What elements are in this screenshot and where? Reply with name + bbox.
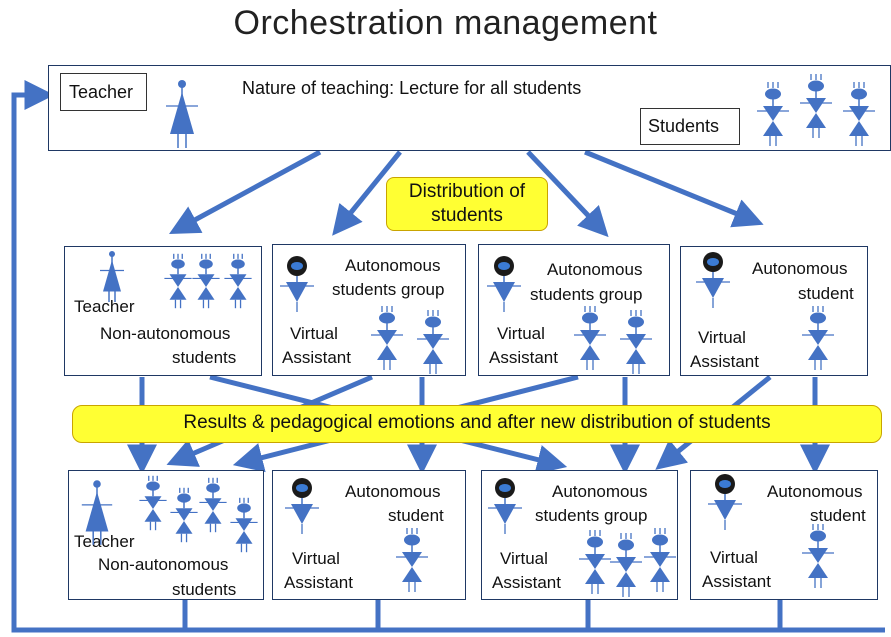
row1-b4-line1: Autonomous (752, 259, 848, 278)
row2-b3-va1: Virtual (500, 549, 548, 568)
row1-b2-line1: Autonomous (345, 256, 441, 275)
lecture-box (48, 65, 891, 151)
results-banner: Results & pedagogical emotions and after… (72, 405, 882, 443)
row2-b3-line2: students group (535, 506, 648, 525)
student-figure-icon (170, 487, 198, 543)
diagram-title: Orchestration management (233, 4, 658, 42)
row1-non-autonomous-line1: Non-autonomous (100, 324, 231, 343)
row2-b4-va2: Assistant (702, 572, 771, 591)
student-figure-icon (371, 306, 403, 370)
distribution-label: Distribution of students (386, 177, 548, 231)
student-figure-icon (230, 497, 258, 553)
student-figure-icon (164, 253, 192, 309)
row1-b3-line2: students group (530, 285, 643, 304)
student-figure-icon (224, 253, 252, 309)
row2-b4-va1: Virtual (710, 548, 758, 567)
row2-non-autonomous-line1: Non-autonomous (98, 555, 229, 574)
feedback-loop-arrow (11, 80, 188, 633)
student-figure-icon (802, 524, 834, 588)
row2-b2-va2: Assistant (284, 573, 353, 592)
row1-b2-va2: Assistant (282, 348, 351, 367)
student-figure-icon (610, 533, 642, 597)
students-label-box (640, 108, 740, 145)
row2-b3-line1: Autonomous (552, 482, 648, 501)
row1-b3-va2: Assistant (489, 348, 558, 367)
row1-non-autonomous-line2: students (172, 348, 237, 367)
virtual-assistant-icon (696, 252, 730, 308)
teacher-figure-icon (166, 80, 198, 148)
row1-b2-va1: Virtual (290, 324, 338, 343)
row1-non-autonomous-box (64, 246, 262, 376)
student-figure-icon (800, 74, 832, 138)
virtual-assistant-icon (488, 478, 522, 534)
student-figure-icon (417, 310, 449, 374)
row2-b3-va2: Assistant (492, 573, 561, 592)
student-figure-icon (574, 306, 606, 370)
row1-b4-va1: Virtual (698, 328, 746, 347)
distribution-line-2: students (431, 205, 503, 226)
row1-b3-line1: Autonomous (547, 260, 643, 279)
row2-b4-line2: student (810, 506, 866, 525)
virtual-assistant-icon (285, 478, 319, 534)
students-label: Students (648, 116, 720, 136)
virtual-assistant-icon (280, 256, 314, 312)
teacher-figure-icon (81, 480, 113, 545)
distribution-arrow (526, 150, 609, 238)
student-figure-icon (644, 528, 676, 592)
row2-b2-line2: student (388, 506, 444, 525)
row2-b4-line1: Autonomous (767, 482, 863, 501)
row1-b2-line2: students group (332, 280, 445, 299)
virtual-assistant-icon (708, 474, 742, 530)
student-figure-icon (199, 477, 227, 533)
student-figure-icon (843, 82, 875, 146)
distribution-arrow (169, 149, 322, 234)
student-figure-icon (757, 82, 789, 146)
teaching-nature: Nature of teaching: Lecture for all stud… (242, 78, 582, 98)
row1-b4-line2: student (798, 284, 854, 303)
row2-b2-line1: Autonomous (345, 482, 441, 501)
student-figure-icon (396, 528, 428, 592)
row2-non-autonomous-line2: students (172, 580, 237, 599)
row2-teacher-label: Teacher (74, 532, 135, 551)
distribution-arrow (332, 150, 402, 236)
teacher-label: Teacher (69, 82, 134, 102)
teacher-label-box (60, 73, 147, 111)
distribution-line-1: Distribution of (408, 181, 526, 202)
student-figure-icon (139, 475, 167, 531)
teacher-figure-icon (100, 251, 124, 302)
row1-b4-va2: Assistant (690, 352, 759, 371)
row2-b2-va1: Virtual (292, 549, 340, 568)
distribution-arrow (584, 149, 764, 228)
student-figure-icon (579, 530, 611, 594)
student-figure-icon (192, 253, 220, 309)
row1-b3-va1: Virtual (497, 324, 545, 343)
virtual-assistant-icon (487, 256, 521, 312)
student-figure-icon (620, 310, 652, 374)
student-figure-icon (802, 306, 834, 370)
row1-teacher-label: Teacher (74, 297, 135, 316)
